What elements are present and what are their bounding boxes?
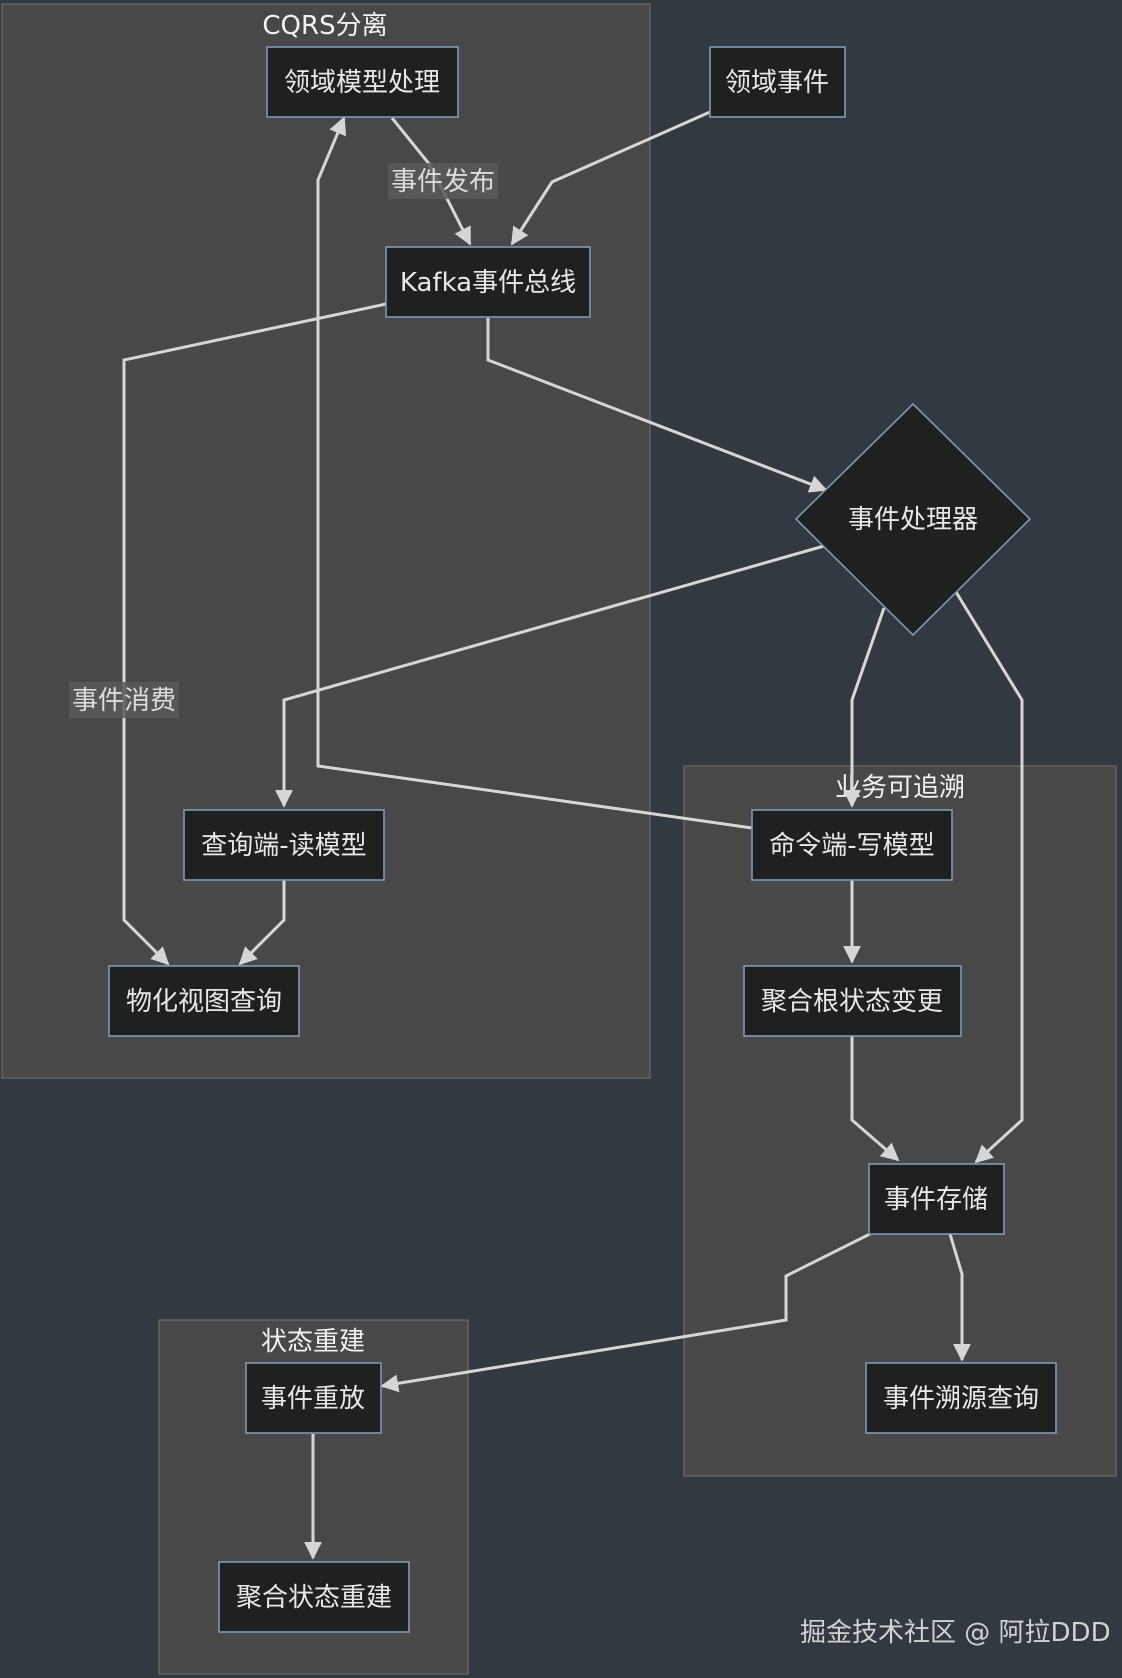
node-label-query-read: 查询端-读模型	[201, 831, 366, 861]
node-domain-event: 领域事件	[709, 46, 846, 118]
edge-domain-event-to-kafka	[510, 110, 711, 246]
edge-store-to-sourcing-query	[948, 1233, 971, 1362]
cluster-cqrs: CQRS分离	[1, 3, 651, 1079]
node-label-aggregate-rebuild: 聚合状态重建	[236, 1583, 392, 1613]
node-query-read: 查询端-读模型	[183, 809, 385, 881]
edge-kafka-to-processor	[486, 318, 828, 493]
edge-query-to-view	[238, 880, 286, 966]
node-event-store: 事件存储	[868, 1163, 1005, 1235]
node-label-kafka-bus: Kafka事件总线	[400, 268, 576, 298]
node-event-replay: 事件重放	[245, 1362, 382, 1434]
cluster-title-rebuild: 状态重建	[261, 1327, 365, 1357]
edge-processor-to-command	[843, 607, 886, 808]
edge-aggregate-to-store	[850, 1036, 900, 1162]
node-label-command-write: 命令端-写模型	[769, 831, 934, 861]
edge-kafka-to-view	[122, 302, 387, 966]
node-aggregate-rebuild: 聚合状态重建	[218, 1561, 410, 1633]
node-label-event-processor: 事件处理器	[848, 505, 978, 535]
cluster-title-trace: 业务可追溯	[835, 773, 965, 803]
node-label-event-sourcing-query: 事件溯源查询	[883, 1384, 1039, 1414]
node-label-event-store: 事件存储	[884, 1185, 988, 1215]
node-label-aggregate-change: 聚合根状态变更	[761, 987, 943, 1017]
node-materialized-view: 物化视图查询	[108, 965, 300, 1037]
node-command-write: 命令端-写模型	[751, 809, 953, 881]
node-event-sourcing-query: 事件溯源查询	[865, 1362, 1057, 1434]
edge-label-publish: 事件发布	[391, 167, 495, 197]
node-label-event-replay: 事件重放	[261, 1384, 365, 1414]
edge-store-to-replay	[380, 1232, 871, 1393]
edge-command-to-domain-model	[316, 116, 753, 830]
node-aggregate-change: 聚合根状态变更	[743, 965, 962, 1037]
node-label-domain-event: 领域事件	[725, 68, 829, 98]
edge-label-publish-group: 事件发布	[388, 163, 498, 199]
node-domain-model: 领域模型处理	[266, 46, 459, 118]
node-label-materialized-view: 物化视图查询	[126, 987, 282, 1017]
edge-label-consume: 事件消费	[72, 686, 176, 716]
edges	[122, 110, 1024, 1560]
node-kafka-bus: Kafka事件总线	[385, 246, 591, 318]
node-event-processor: 事件处理器	[794, 402, 1032, 637]
edge-label-consume-group: 事件消费	[69, 682, 179, 718]
edge-processor-to-query	[275, 544, 825, 808]
cluster-title-cqrs: CQRS分离	[262, 11, 387, 41]
edge-processor-to-store	[954, 591, 1024, 1164]
watermark-text: 掘金技术社区 @ 阿拉DDD	[800, 1618, 1111, 1648]
node-label-domain-model: 领域模型处理	[284, 68, 440, 98]
